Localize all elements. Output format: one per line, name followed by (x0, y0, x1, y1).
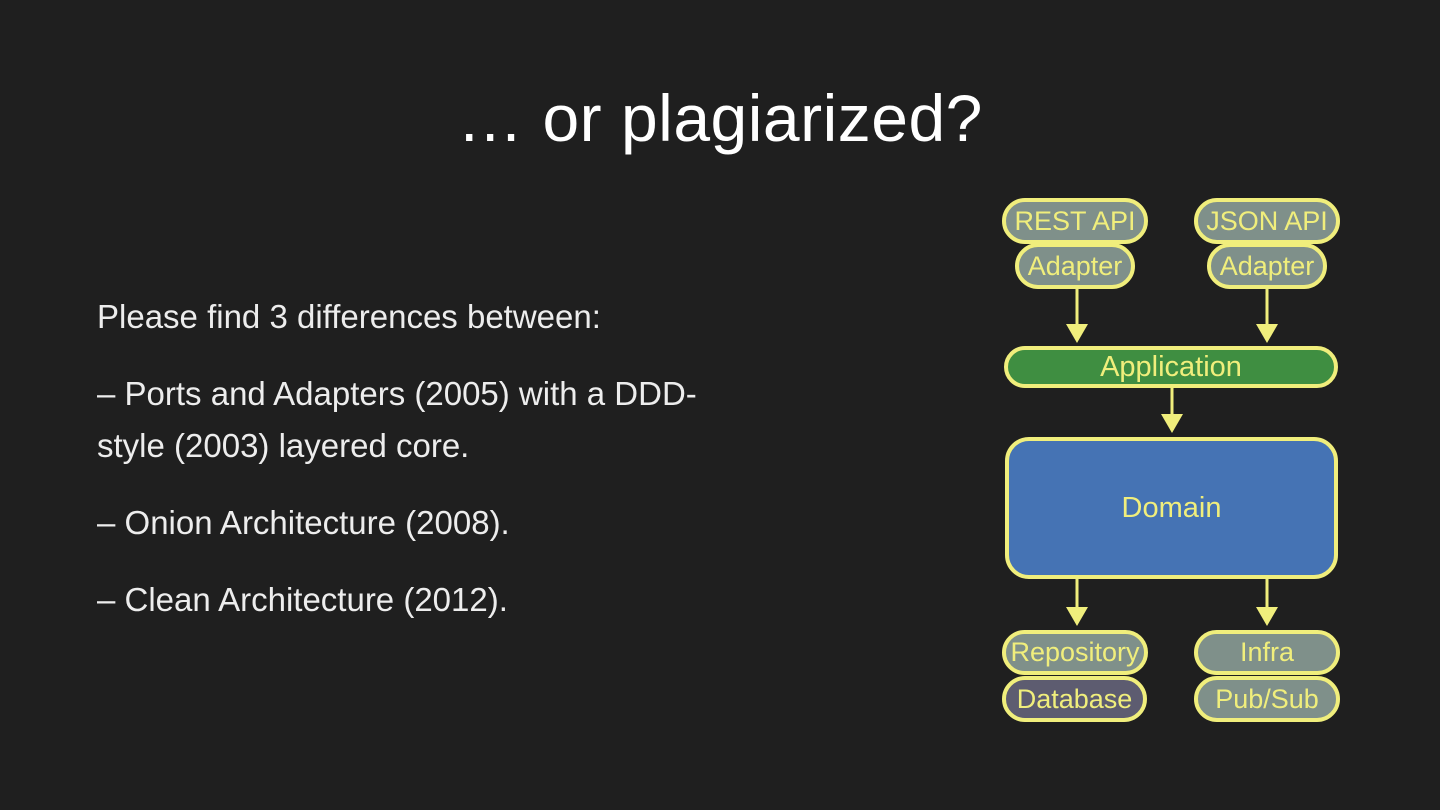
bullet-onion-architecture: – Onion Architecture (2008). (97, 504, 510, 541)
node-database: Database (1002, 676, 1147, 722)
node-json-api: JSON API (1194, 198, 1340, 244)
arrow-application-to-domain (1161, 388, 1183, 433)
body-text-block: Please find 3 differences between: – Por… (97, 291, 725, 651)
arrow-domain-to-infra (1256, 578, 1278, 626)
node-infra: Infra (1194, 630, 1340, 675)
node-domain: Domain (1005, 437, 1338, 579)
slide-title: … or plagiarized? (457, 81, 983, 155)
node-pubsub: Pub/Sub (1194, 676, 1340, 722)
node-adapter-left: Adapter (1015, 243, 1135, 289)
node-rest-api: REST API (1002, 198, 1148, 244)
arrow-domain-to-repository (1066, 578, 1088, 626)
arrow-adapter-right-to-application (1256, 289, 1278, 343)
bullet-clean-architecture: – Clean Architecture (2012). (97, 581, 508, 618)
intro-line: Please find 3 differences between: (97, 298, 601, 335)
node-application: Application (1004, 346, 1338, 388)
bullet-ports-adapters: – Ports and Adapters (2005) with a DDD-s… (97, 375, 697, 464)
node-repository: Repository (1002, 630, 1148, 675)
node-adapter-right: Adapter (1207, 243, 1327, 289)
arrow-adapter-left-to-application (1066, 289, 1088, 343)
